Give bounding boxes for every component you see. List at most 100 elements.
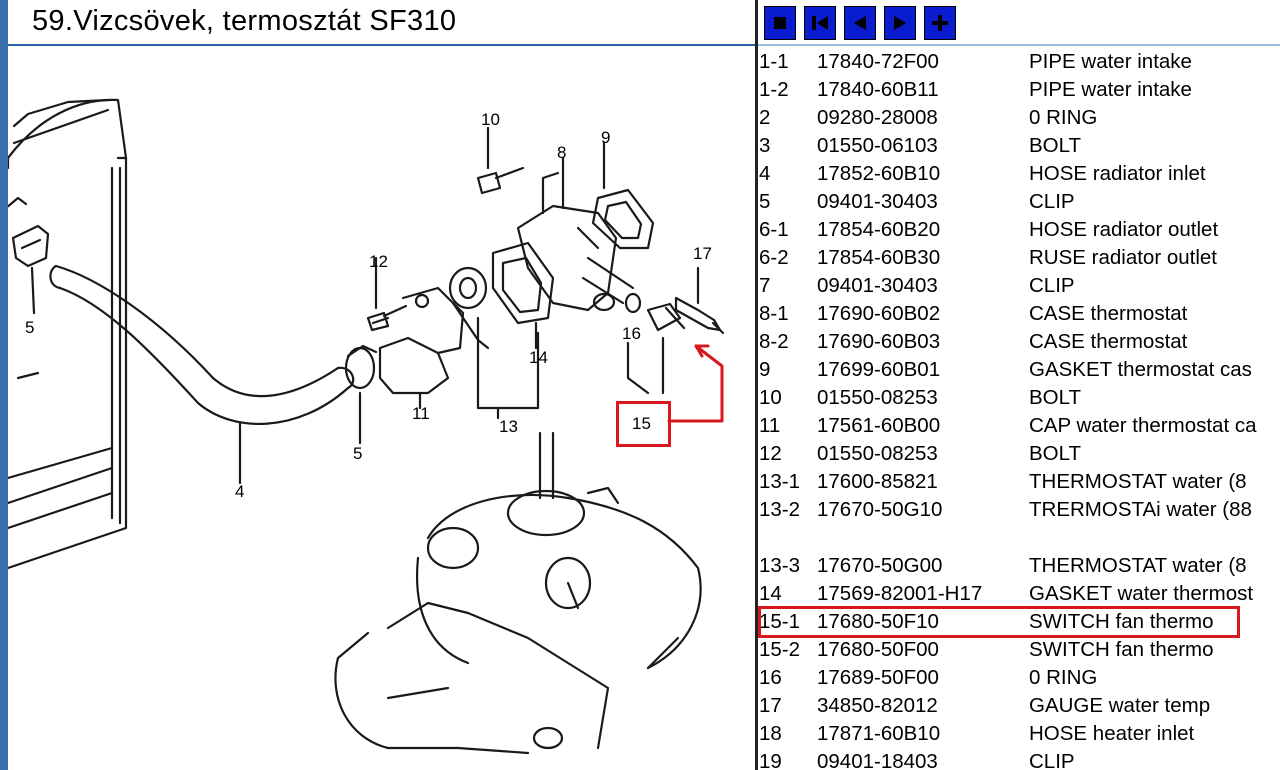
part-description: THERMOSTAT water (8: [1029, 554, 1247, 577]
part-description: THERMOSTAT water (8: [1029, 470, 1247, 493]
part-description: HOSE heater inlet: [1029, 722, 1195, 745]
hose-4-drawing: [49, 264, 355, 485]
thermostat-cap-drawing: [371, 286, 465, 410]
part-number: 17840-72F00: [817, 50, 939, 73]
part-number: 34850-82012: [817, 694, 938, 717]
part-number: 09401-18403: [817, 750, 938, 770]
part-position: 12: [759, 442, 782, 465]
part-description: BOLT: [1029, 386, 1082, 409]
callout-label-14: 14: [529, 348, 548, 367]
part-description: 0 RING: [1029, 106, 1098, 129]
parts-row[interactable]: [758, 523, 1280, 551]
part-description: CLIP: [1029, 274, 1075, 297]
part-description: HOSE radiator outlet: [1029, 218, 1219, 241]
part-number: 17854-60B20: [817, 218, 941, 241]
part-description: BOLT: [1029, 442, 1082, 465]
part-description: TRERMOSTAi water (88: [1029, 498, 1252, 521]
part-number: 09401-30403: [817, 274, 938, 297]
part-position: 5: [759, 190, 771, 213]
part-description: 0 RING: [1029, 666, 1098, 689]
bolt-10-drawing: [476, 126, 525, 195]
parts-row[interactable]: 5 09401-30403 CLIP: [758, 187, 1280, 215]
callout-label-5-left: 5: [25, 318, 35, 337]
add-icon: [932, 15, 948, 31]
gasket-9-drawing: [591, 141, 655, 250]
switch-15-drawing: [624, 292, 686, 395]
part-position: 3: [759, 134, 771, 157]
part-description: CASE thermostat: [1029, 330, 1188, 353]
parts-row[interactable]: 7 09401-30403 CLIP: [758, 271, 1280, 299]
callout-label-10: 10: [481, 110, 500, 129]
window-frame-left: [0, 0, 8, 770]
part-position: 8-2: [759, 330, 789, 353]
part-number: 09401-30403: [817, 190, 938, 213]
part-position: 4: [759, 162, 771, 185]
part-description: GASKET water thermost: [1029, 582, 1254, 605]
toolbar-separator: [758, 44, 1280, 46]
page-title: 59.Vizcsövek, termosztát SF310: [32, 5, 457, 37]
part-description: PIPE water intake: [1029, 78, 1192, 101]
callout-label-17: 17: [693, 244, 712, 263]
stop-button[interactable]: [764, 6, 796, 40]
add-button[interactable]: [924, 6, 956, 40]
part-number: 17871-60B10: [817, 722, 941, 745]
previous-icon: [854, 16, 866, 30]
part-position: 13-3: [759, 554, 801, 577]
previous-button[interactable]: [844, 6, 876, 40]
part-position: 9: [759, 358, 771, 381]
next-button[interactable]: [884, 6, 916, 40]
thermostat-13-drawing: [448, 266, 540, 420]
parts-row[interactable]: 13-3 17670-50G00 THERMOSTAT water (8: [758, 551, 1280, 579]
part-number: 17840-60B11: [817, 78, 939, 101]
gauge-17-drawing: [674, 266, 725, 335]
nav-toolbar: [758, 0, 1280, 46]
part-description: CLIP: [1029, 190, 1075, 213]
first-page-button[interactable]: [804, 6, 836, 40]
part-position: 1-2: [759, 78, 789, 101]
part-number: 17699-60B01: [817, 358, 941, 381]
part-number: 01550-08253: [817, 386, 938, 409]
part-number: 17561-60B00: [817, 414, 941, 437]
part-number: 01550-06103: [817, 134, 938, 157]
part-number: 17680-50F00: [817, 638, 939, 661]
part-number: 17670-50G10: [817, 498, 943, 521]
part-position: 7: [759, 274, 771, 297]
part-description: CLIP: [1029, 750, 1075, 770]
pane-divider[interactable]: [755, 0, 758, 770]
parts-row[interactable]: 1-2 17840-60B11 PIPE water intake: [758, 75, 1280, 103]
part-number: 17670-50G00: [817, 554, 943, 577]
next-icon: [894, 16, 906, 30]
part-number: 17569-82001-H17: [817, 582, 983, 605]
part-position: 11: [759, 414, 781, 437]
part-number: 09280-28008: [817, 106, 938, 129]
part-position: 18: [759, 722, 782, 745]
gasket-14-drawing: [491, 241, 555, 350]
callout-label-16: 16: [622, 324, 641, 343]
parts-row[interactable]: 18 17871-60B10 HOSE heater inlet: [758, 719, 1280, 747]
parts-row[interactable]: 11 17561-60B00 CAP water thermostat ca: [758, 411, 1280, 439]
pump-assembly-drawing: [334, 431, 702, 755]
parts-diagram: 10 8 9 17 12 16 14 15 11 13 5 4 5: [8, 48, 755, 770]
part-position: 15-1: [759, 610, 801, 633]
part-description: CAP water thermostat ca: [1029, 414, 1257, 437]
